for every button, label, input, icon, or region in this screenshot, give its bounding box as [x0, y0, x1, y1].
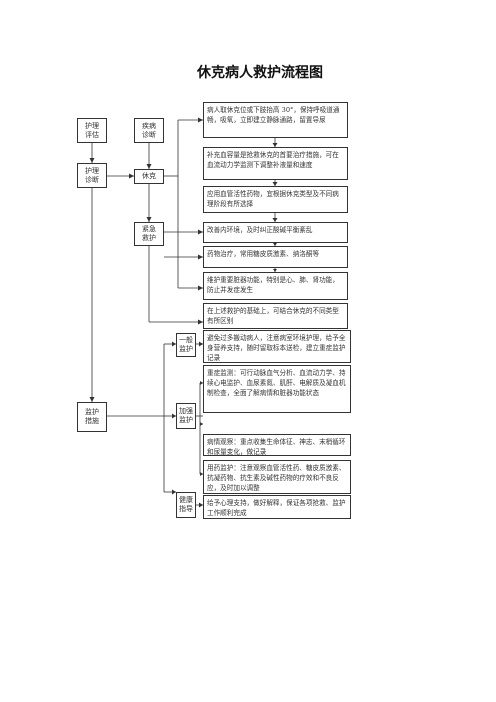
step-box: 补充血容量是抢救休克的首要治疗措施，可在血流动力学监测下调整补液量和速度: [203, 147, 348, 180]
step-box: 药物治疗，常用糖皮质激素、纳洛酮等: [203, 246, 348, 268]
general-care-box: 一般监护: [176, 333, 196, 357]
health-guidance-box: 健康指导: [176, 492, 196, 518]
step-text: 补充血容量是抢救休克的首要治疗措施，可在血流动力学监测下调整补液量和速度: [207, 151, 339, 169]
nursing-measures-box: 监护措施: [77, 402, 107, 432]
intensive-care-label: 加强监护: [179, 407, 193, 424]
health-guidance-label: 健康指导: [179, 496, 193, 513]
step-text: 药物治疗，常用糖皮质激素、纳洛酮等: [207, 250, 320, 258]
step-text: 病人取休克位或下肢抬高 30°，保持呼吸道通畅，吸氧，立即建立静脉通路，留置导尿: [207, 106, 340, 124]
step-box: 病人取休克位或下肢抬高 30°，保持呼吸道通畅，吸氧，立即建立静脉通路，留置导尿: [203, 102, 348, 138]
shock-label: 休克: [142, 172, 156, 180]
emergency-rescue-label: 紧急救护: [142, 225, 156, 242]
step-text: 应用血管活性药物，宜根据休克类型及不同病理阶段有所选择: [207, 190, 339, 208]
medication-box: 用药监护：注意观察血管活性药、糖皮质激素、抗凝药物、抗生素及碱性药物的疗效和不良…: [203, 460, 351, 494]
nursing-assessment-label: 护理评估: [85, 121, 99, 139]
nursing-assessment-box: 护理评估: [77, 118, 107, 143]
step-text: 改善内环境，及时纠正酸碱平衡紊乱: [207, 226, 313, 234]
shock-box: 休克: [134, 169, 164, 184]
step-box: 改善内环境，及时纠正酸碱平衡紊乱: [203, 222, 348, 243]
step-box: 在上述救护的基础上，可结合休克的不同类型有所区别: [203, 303, 348, 329]
page-title: 休克病人救护流程图: [197, 65, 323, 81]
nursing-diagnosis-label: 护理诊断: [85, 166, 99, 184]
guidance-text: 给予心理支持，做好解释，保证各项抢救、监护工作顺利完成: [207, 499, 346, 517]
monitoring-box: 重症监测：可行动脉血气分析、血流动力学、持续心电监护、血尿素氮、肌酐、电解质及凝…: [203, 365, 351, 413]
guidance-box: 给予心理支持，做好解释，保证各项抢救、监护工作顺利完成: [203, 495, 351, 519]
monitoring-text: 重症监测：可行动脉血气分析、血流动力学、持续心电监护、血尿素氮、肌酐、电解质及凝…: [207, 369, 346, 397]
nursing-measures-label: 监护措施: [85, 408, 99, 425]
medication-text: 用药监护：注意观察血管活性药、糖皮质激素、抗凝药物、抗生素及碱性药物的疗效和不良…: [207, 464, 346, 492]
illness-diagnosis-label: 疾病诊断: [142, 121, 156, 139]
general-care-text: 避免过多搬动病人，注意病室环境护理，给予全身营养支持，随时留取标本送检，建立重症…: [207, 334, 346, 362]
illness-diagnosis-box: 疾病诊断: [134, 118, 164, 143]
step-box: 维护重要脏器功能，特别是心、肺、肾功能，防止并发症发生: [203, 272, 348, 300]
step-text: 维护重要脏器功能，特别是心、肺、肾功能，防止并发症发生: [207, 276, 339, 294]
intensive-care-box: 加强监护: [176, 403, 196, 429]
general-care-label: 一般监护: [179, 336, 193, 353]
observation-box: 病情观察：重点收集生命体征、神志、末梢循环和尿量变化，做记录: [203, 434, 351, 456]
emergency-rescue-box: 紧急救护: [134, 222, 164, 246]
nursing-diagnosis-box: 护理诊断: [77, 163, 107, 188]
general-care-text-box: 避免过多搬动病人，注意病室环境护理，给予全身营养支持，随时留取标本送检，建立重症…: [203, 330, 351, 363]
step-text: 在上述救护的基础上，可结合休克的不同类型有所区别: [207, 307, 339, 325]
observation-text: 病情观察：重点收集生命体征、神志、末梢循环和尿量变化，做记录: [207, 438, 346, 456]
step-box: 应用血管活性药物，宜根据休克类型及不同病理阶段有所选择: [203, 186, 348, 213]
